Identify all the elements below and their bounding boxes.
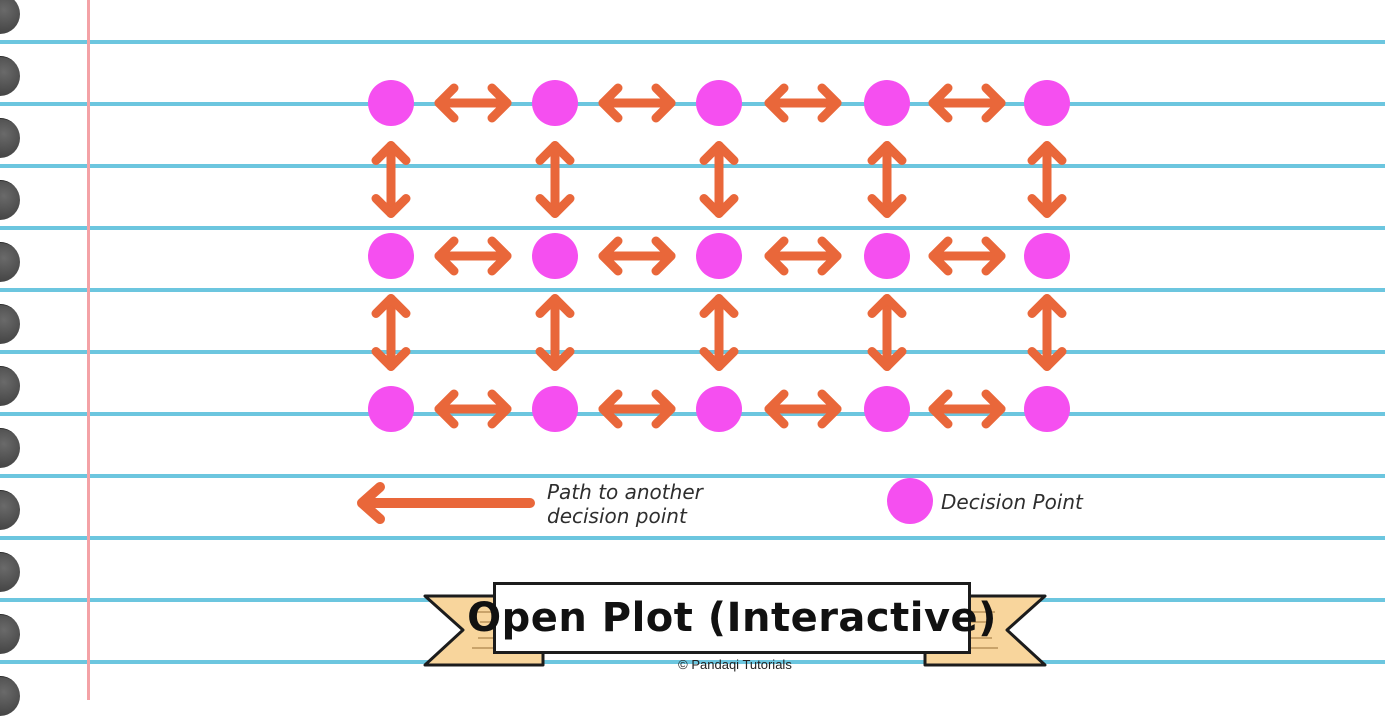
legend-decision-point: [887, 478, 933, 524]
path-arrow: [598, 236, 676, 276]
decision-point: [864, 80, 910, 126]
path-arrow: [434, 236, 512, 276]
copyright-credit: © Pandaqi Tutorials: [678, 657, 792, 672]
path-arrow: [535, 141, 575, 218]
decision-point: [368, 80, 414, 126]
path-arrow: [535, 294, 575, 371]
decision-point: [532, 233, 578, 279]
banner-title: Open Plot (Interactive): [467, 595, 997, 641]
binder-hole: [0, 614, 20, 654]
binder-hole: [0, 118, 20, 158]
decision-point: [696, 386, 742, 432]
binder-hole: [0, 0, 20, 34]
path-arrow: [598, 389, 676, 429]
binder-hole: [0, 366, 20, 406]
path-arrow: [928, 389, 1006, 429]
legend-decision-label: Decision Point: [941, 490, 1083, 514]
path-arrow: [1027, 141, 1067, 218]
margin-line: [87, 0, 90, 700]
decision-point: [532, 80, 578, 126]
banner: Open Plot (Interactive): [467, 582, 996, 654]
decision-point: [1024, 80, 1070, 126]
decision-point: [368, 233, 414, 279]
decision-point: [532, 386, 578, 432]
legend-path-arrow: [357, 482, 535, 524]
decision-point: [864, 386, 910, 432]
path-arrow: [598, 83, 676, 123]
path-arrow: [699, 294, 739, 371]
legend-path-label-line1: Path to another: [547, 480, 703, 504]
path-arrow: [867, 141, 907, 218]
path-arrow: [928, 83, 1006, 123]
path-arrow: [928, 236, 1006, 276]
path-arrow: [434, 389, 512, 429]
legend-path-label-line2: decision point: [547, 504, 687, 528]
decision-point: [696, 233, 742, 279]
binder-hole: [0, 180, 20, 220]
binder-hole: [0, 428, 20, 468]
path-arrow: [867, 294, 907, 371]
path-arrow: [371, 141, 411, 218]
binder-hole: [0, 56, 20, 96]
decision-point: [368, 386, 414, 432]
path-arrow: [764, 83, 842, 123]
path-arrow: [1027, 294, 1067, 371]
decision-point: [1024, 233, 1070, 279]
path-arrow: [764, 389, 842, 429]
decision-point: [864, 233, 910, 279]
decision-point: [1024, 386, 1070, 432]
path-arrow: [434, 83, 512, 123]
binder-hole: [0, 490, 20, 530]
binder-hole: [0, 304, 20, 344]
binder-hole: [0, 552, 20, 592]
binder-hole: [0, 242, 20, 282]
path-arrow: [699, 141, 739, 218]
path-arrow: [764, 236, 842, 276]
path-arrow: [371, 294, 411, 371]
decision-point: [696, 80, 742, 126]
